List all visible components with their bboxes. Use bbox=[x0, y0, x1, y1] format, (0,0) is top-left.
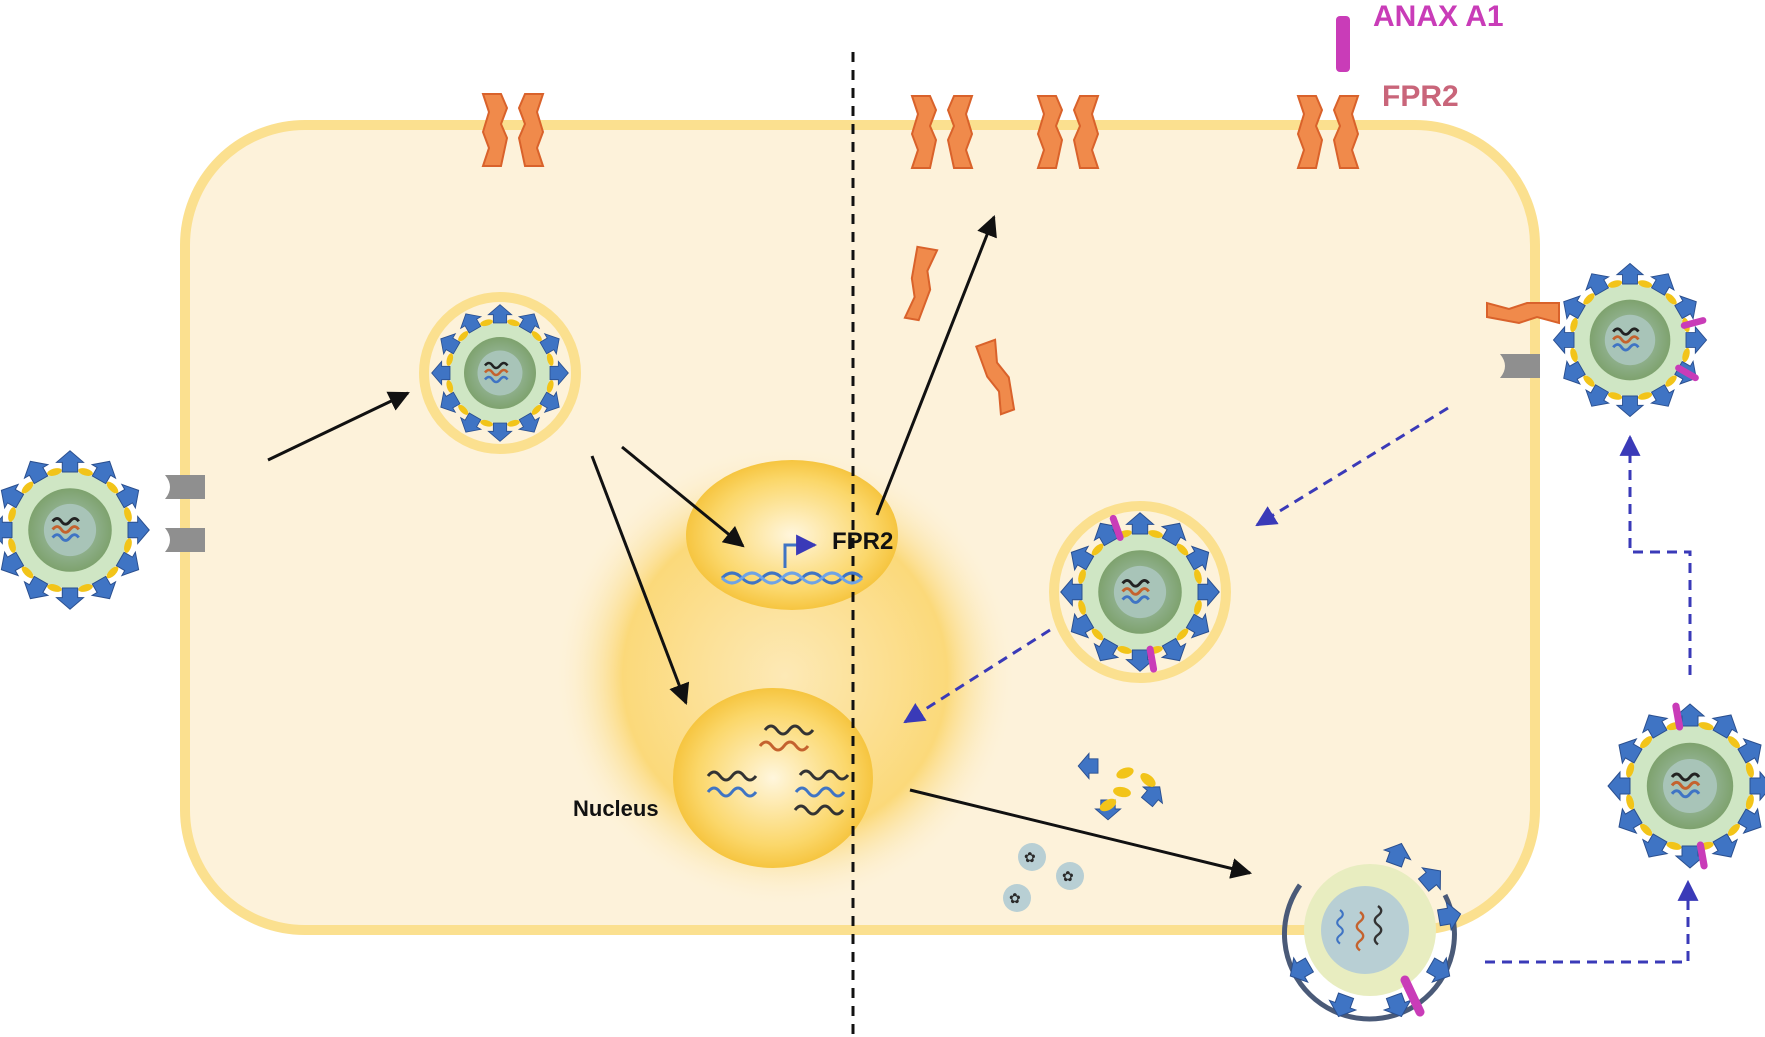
membrane-protein-icon bbox=[1665, 375, 1677, 387]
anax-a1-label: ANAX A1 bbox=[1373, 0, 1504, 33]
free-spike-protein-icon bbox=[1077, 752, 1170, 821]
nucleus-label: Nucleus bbox=[573, 796, 659, 821]
membrane-protein-icon bbox=[1637, 392, 1653, 400]
transcription-arrow-icon bbox=[783, 534, 818, 568]
virion-icon bbox=[1060, 512, 1220, 673]
svg-text:✿: ✿ bbox=[1062, 869, 1074, 885]
anax-a1-icon bbox=[1696, 841, 1708, 870]
svg-text:✿: ✿ bbox=[1024, 850, 1036, 866]
membrane-protein-icon bbox=[458, 331, 469, 342]
pathway-arrows bbox=[267, 215, 1253, 879]
anax-a1-icon bbox=[1336, 16, 1350, 72]
membrane-protein-icon bbox=[1607, 280, 1623, 288]
membrane-protein-icon bbox=[47, 468, 62, 476]
membrane-protein-icon bbox=[78, 468, 93, 476]
membrane-protein-icon bbox=[458, 404, 469, 415]
grey-receptor-icon bbox=[165, 528, 205, 552]
membrane-protein-icon bbox=[8, 538, 16, 553]
membrane-protein-icon bbox=[1078, 569, 1086, 584]
membrane-protein-icon bbox=[1698, 722, 1714, 731]
membrane-protein-icon bbox=[47, 584, 62, 592]
membrane-protein-icon bbox=[1176, 543, 1189, 556]
membrane-protein-icon bbox=[480, 419, 493, 427]
anax-a1-icon bbox=[1680, 317, 1707, 329]
membrane-protein-icon bbox=[1626, 762, 1635, 778]
virion-icon bbox=[1607, 702, 1765, 870]
membrane-protein-icon bbox=[1745, 762, 1754, 778]
membrane-protein-icon bbox=[1078, 600, 1086, 615]
fpr2-fragment-icon bbox=[1486, 302, 1560, 324]
spike-icon bbox=[1607, 771, 1631, 801]
virion-icon bbox=[1553, 263, 1707, 417]
nucleus bbox=[553, 444, 1017, 908]
membrane-protein-icon bbox=[1194, 600, 1202, 615]
membrane-protein-icon bbox=[1626, 794, 1635, 810]
release-arrows bbox=[903, 406, 1699, 964]
membrane-protein-icon bbox=[1727, 736, 1740, 749]
membrane-protein-icon bbox=[1640, 823, 1653, 836]
membrane-protein-icon bbox=[1570, 317, 1578, 333]
membrane-protein-icon bbox=[1745, 794, 1754, 810]
budding-spikes bbox=[1282, 838, 1464, 1022]
membrane-protein-icon bbox=[106, 481, 119, 494]
virion-icon bbox=[431, 304, 569, 442]
gene-compartment bbox=[686, 460, 898, 610]
membrane-protein-icon bbox=[1666, 841, 1682, 850]
membrane-protein-icon bbox=[8, 507, 16, 522]
membrane-protein-icon bbox=[1176, 628, 1189, 641]
grey-receptor-icon bbox=[165, 475, 205, 499]
membrane-protein-icon bbox=[507, 319, 520, 327]
rna-compartment bbox=[673, 688, 873, 868]
virion-icon bbox=[0, 450, 150, 610]
membrane-protein-icon bbox=[1665, 293, 1677, 305]
membrane-protein-icon bbox=[446, 380, 454, 393]
anax-a1-icon bbox=[1675, 364, 1699, 382]
membrane-protein-icon bbox=[124, 507, 132, 522]
fpr2-receptor-label: FPR2 bbox=[1382, 80, 1459, 113]
fpr2-gene-label: FPR2 bbox=[832, 528, 894, 555]
membrane-protein-icon bbox=[124, 538, 132, 553]
anax-a1-icon bbox=[1109, 514, 1124, 541]
grey-receptor-icon bbox=[1500, 354, 1540, 378]
membrane-protein-icon bbox=[1091, 543, 1104, 556]
membrane-protein-icon bbox=[1682, 347, 1690, 363]
membrane-protein-icon bbox=[507, 419, 520, 427]
membrane-protein-icon bbox=[1091, 628, 1104, 641]
membrane-protein-icon bbox=[531, 331, 542, 342]
membrane-protein-icon bbox=[106, 566, 119, 579]
membrane-protein-icon bbox=[1640, 736, 1653, 749]
dna-icon bbox=[720, 571, 864, 585]
membrane-protein-icon bbox=[1727, 823, 1740, 836]
membrane-protein-icon bbox=[546, 380, 554, 393]
svg-text:✿: ✿ bbox=[1009, 891, 1021, 907]
membrane-protein-icon bbox=[78, 584, 93, 592]
membrane-protein-icon bbox=[1583, 375, 1595, 387]
membrane-protein-icon bbox=[21, 481, 34, 494]
membrane-protein-icon bbox=[1607, 392, 1623, 400]
capsid-icon: ✿ ✿ ✿ bbox=[1003, 843, 1084, 912]
membrane-protein-icon bbox=[446, 353, 454, 366]
anax-a1-icon bbox=[1672, 702, 1684, 731]
anax-a1-icon bbox=[1146, 645, 1158, 673]
membrane-protein-icon bbox=[531, 404, 542, 415]
membrane-protein-icon bbox=[1637, 280, 1653, 288]
membrane-protein-icon bbox=[1583, 293, 1595, 305]
membrane-protein-icon bbox=[1570, 347, 1578, 363]
membrane-protein-icon bbox=[546, 353, 554, 366]
budding-virion-icon bbox=[1281, 864, 1457, 1022]
membrane-protein-icon bbox=[1117, 646, 1132, 654]
membrane-protein-icon bbox=[480, 319, 493, 327]
membrane-protein-icon bbox=[1194, 569, 1202, 584]
membrane-protein-icon bbox=[1148, 530, 1163, 538]
membrane-protein-icon bbox=[21, 566, 34, 579]
